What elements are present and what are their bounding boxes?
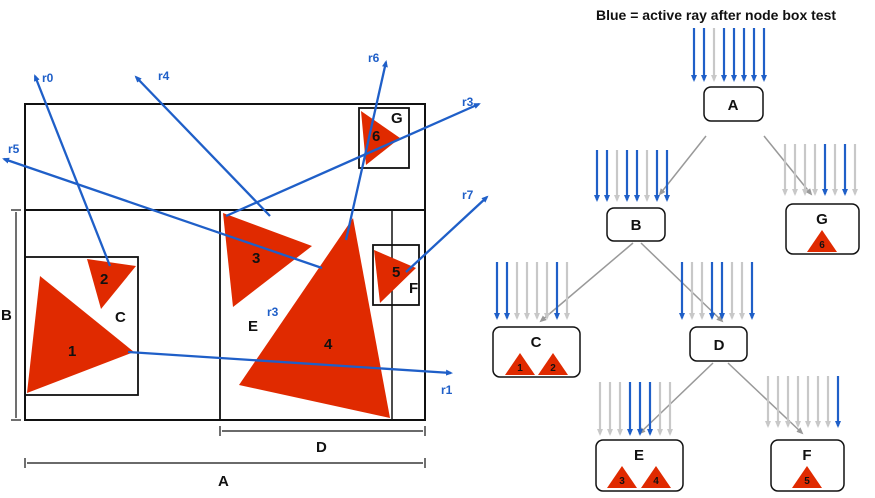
node-c-triangle-label-2: 2	[550, 363, 556, 374]
triangle-1	[27, 276, 134, 393]
node-g-triangle-label-6: 6	[819, 240, 825, 251]
triangle-5	[374, 250, 416, 303]
node-label-d: D	[714, 337, 725, 354]
node-label-g: G	[816, 211, 828, 228]
tree-node-a: A	[703, 86, 764, 122]
ray-bundles	[494, 28, 858, 436]
tree-node-c: C 1 2	[492, 326, 581, 378]
ray-label-r7: r7	[462, 188, 474, 202]
scene-panel: A D B C E F G 1 2 3 4 5 6 r0 r4 r6 r3 r3…	[1, 51, 489, 490]
node-e-triangle-4	[641, 466, 671, 488]
node-label-e: E	[634, 447, 644, 464]
rays	[2, 60, 489, 376]
triangle-3	[223, 213, 312, 307]
node-e-triangle-label-4: 4	[653, 476, 659, 487]
node-e-triangle-label-3: 3	[619, 476, 625, 487]
triangle-label-3: 3	[252, 250, 260, 267]
box-c	[24, 256, 139, 396]
triangle-label-4: 4	[324, 336, 333, 353]
dim-label-d: D	[316, 439, 327, 456]
ray-r3	[225, 102, 481, 218]
region-label-f: F	[409, 280, 418, 297]
ray-r6	[344, 60, 388, 241]
node-c-triangle-label-1: 1	[517, 363, 523, 374]
node-label-c: C	[531, 334, 542, 351]
node-e-triangle-3	[607, 466, 637, 488]
node-f-triangle-5	[792, 466, 822, 488]
region-label-e: E	[248, 318, 258, 335]
node-f-triangle-label-5: 5	[804, 476, 810, 487]
ray-label-r4: r4	[158, 69, 170, 83]
ray-r5	[2, 157, 323, 270]
box-d	[219, 209, 426, 421]
node-label-b: B	[631, 217, 642, 234]
box-f	[372, 244, 420, 306]
box-g	[358, 107, 410, 169]
tree-node-f: F 5	[770, 439, 845, 492]
triangle-label-1: 1	[68, 343, 76, 360]
node-c-triangle-2	[538, 353, 568, 375]
region-label-c: C	[115, 309, 126, 326]
dimension-lines	[11, 209, 426, 468]
triangle-2	[87, 259, 136, 309]
ray-label-r3: r3	[462, 95, 474, 109]
tree-panel: Blue = active ray after node box test A …	[492, 7, 860, 492]
triangle-label-5: 5	[392, 264, 400, 281]
ray-label-r0: r0	[42, 71, 54, 85]
tree-node-e: E 3 4	[595, 439, 684, 492]
triangle-4	[239, 218, 390, 418]
ray-label-r1: r1	[441, 383, 453, 397]
node-c-triangle-1	[505, 353, 535, 375]
ray-r7	[405, 195, 489, 273]
node-label-f: F	[802, 447, 811, 464]
region-label-g: G	[391, 110, 403, 127]
diagram-title: Blue = active ray after node box test	[596, 7, 836, 23]
ray-label-r5: r5	[8, 142, 20, 156]
ray-label-r6: r6	[368, 51, 380, 65]
ray-r1	[127, 350, 453, 376]
node-label-a: A	[728, 97, 739, 114]
triangle-label-6: 6	[372, 128, 380, 145]
dim-label-a: A	[218, 473, 229, 490]
ray-label-r3-inner: r3	[267, 305, 279, 319]
tree-edges	[539, 135, 813, 435]
dim-label-b: B	[1, 307, 12, 324]
tree-node-d: D	[689, 326, 748, 362]
ray-r0	[33, 74, 112, 267]
tree-node-g: G 6	[785, 203, 860, 255]
triangle-label-2: 2	[100, 271, 108, 288]
node-g-triangle-6	[807, 230, 837, 252]
ray-r4	[134, 75, 271, 217]
tree-node-b: B	[606, 207, 666, 242]
